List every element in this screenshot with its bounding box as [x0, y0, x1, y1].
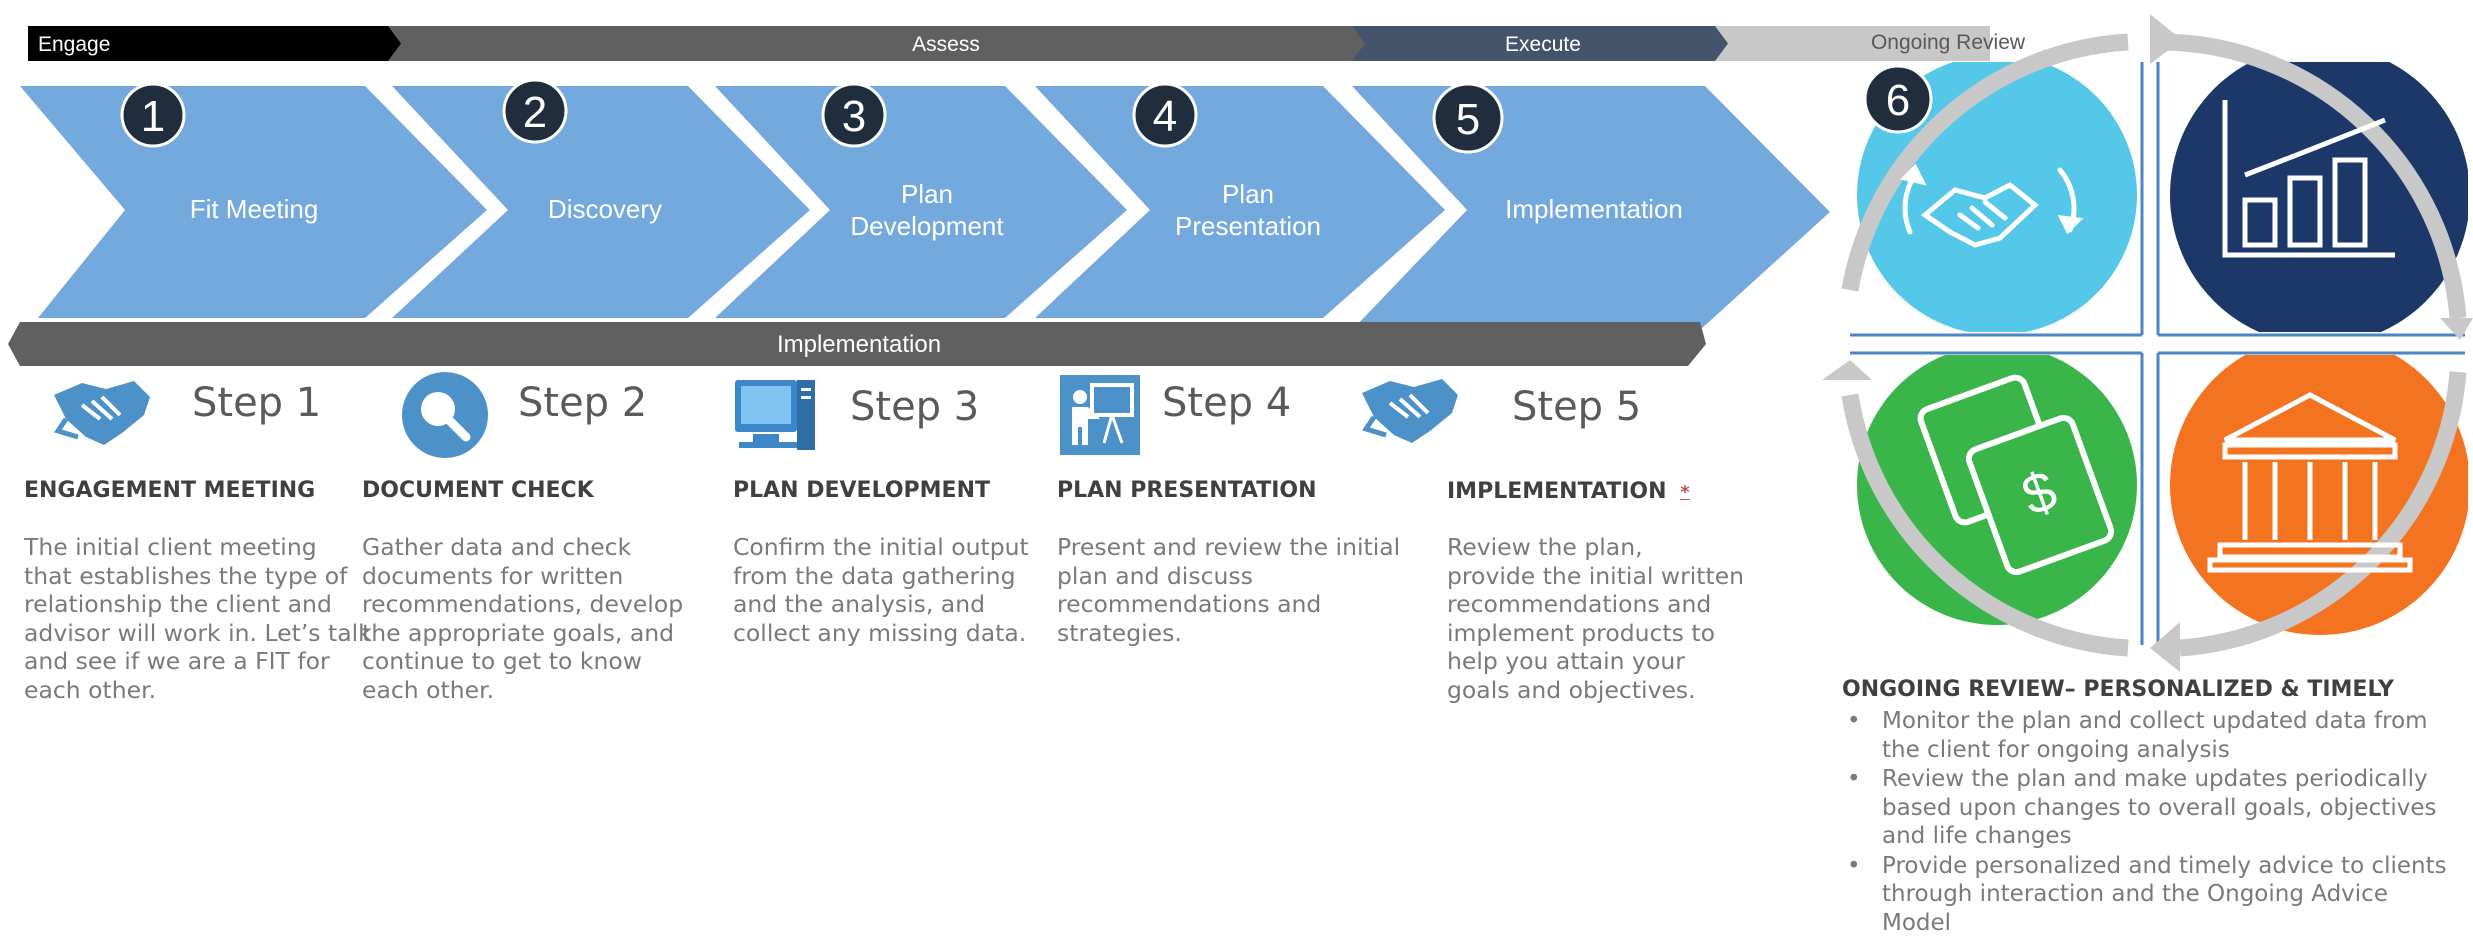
engage-phase-arrow — [28, 26, 401, 61]
step-heading-5: IMPLEMENTATION * — [1447, 479, 1690, 504]
svg-text:3: 3 — [842, 92, 866, 141]
chevron-plan-development — [715, 86, 1127, 318]
computer-icon — [735, 380, 815, 450]
list-item: Review the plan and make updates periodi… — [1842, 765, 2462, 851]
chevron-label-1: Fit Meeting — [190, 194, 319, 224]
step-title-2: Step 2 — [518, 380, 648, 426]
handshake-icon — [1362, 379, 1458, 443]
step-heading-3: PLAN DEVELOPMENT — [733, 478, 990, 503]
step-description-3: Confirm the initial output from the data… — [733, 533, 1029, 647]
chevron-fit-meeting — [20, 86, 487, 318]
execute-label: Execute — [1505, 33, 1581, 56]
step-heading-5-text: IMPLEMENTATION — [1447, 479, 1667, 504]
implementation-bar: Implementation — [8, 322, 1706, 366]
implementation-bar-label: Implementation — [777, 331, 941, 358]
step-description-2: Gather data and check documents for writ… — [362, 533, 684, 704]
handshake-cycle-icon — [1900, 163, 2084, 248]
presentation-icon — [1060, 375, 1140, 455]
step-number-4: 4 — [1132, 82, 1198, 148]
chevron-label-2: Discovery — [548, 194, 662, 224]
svg-text:4: 4 — [1153, 92, 1177, 141]
magnifier-icon — [402, 372, 488, 458]
engage-label: Engage — [38, 33, 110, 56]
svg-text:2: 2 — [523, 88, 547, 137]
bar-chart-icon — [2222, 100, 2395, 258]
phase-bar: Engage Assess Execute Ongoing Review — [28, 26, 2026, 61]
execute-phase-arrow — [1350, 26, 1728, 61]
chevron-plan-presentation — [1035, 86, 1445, 318]
step-number-3: 3 — [821, 82, 887, 148]
svg-text:6: 6 — [1886, 76, 1910, 125]
step-heading-1: ENGAGEMENT MEETING — [24, 478, 316, 503]
assess-label: Assess — [912, 33, 980, 56]
handshake-icon — [54, 381, 150, 445]
ongoing-review-list: Monitor the plan and collect updated dat… — [1842, 707, 2462, 938]
step-title-4: Step 4 — [1162, 380, 1292, 426]
step-title-1: Step 1 — [192, 380, 322, 426]
step-number-1: 1 — [120, 82, 186, 148]
step-number-6: 6 — [1863, 64, 1933, 134]
step-number-2: 2 — [502, 78, 568, 144]
step-heading-4: PLAN PRESENTATION — [1057, 478, 1317, 503]
bank-icon — [2207, 392, 2413, 573]
assess-phase-arrow — [385, 26, 1365, 61]
ongoing-review-cycle: $ 6 — [1822, 14, 2473, 672]
chevron-label-5: Implementation — [1505, 194, 1683, 224]
step-title-5: Step 5 — [1512, 384, 1642, 430]
quadrant-bank — [2170, 355, 2468, 635]
list-item: Provide personalized and timely advice t… — [1842, 852, 2462, 938]
step-description-1: The initial client meeting that establis… — [24, 533, 372, 704]
step-number-5: 5 — [1432, 82, 1504, 154]
chevron-discovery — [392, 86, 810, 318]
ongoing-phase-arrow — [1710, 26, 1990, 61]
list-item: Monitor the plan and collect updated dat… — [1842, 707, 2462, 764]
cycle-arrowheads — [1822, 14, 2473, 672]
step-title-3: Step 3 — [850, 384, 980, 430]
implementation-marker: * — [1680, 482, 1690, 503]
step-description-5: Review the plan, provide the initial wri… — [1447, 533, 1745, 704]
ongoing-review-heading: ONGOING REVIEW– PERSONALIZED & TIMELY — [1842, 677, 2394, 702]
svg-text:1: 1 — [141, 92, 165, 141]
step-description-4: Present and review the initial plan and … — [1057, 533, 1401, 647]
quadrant-dividers — [1850, 62, 2465, 645]
svg-text:5: 5 — [1456, 95, 1480, 144]
calendar-money-icon: $ — [1917, 374, 2115, 576]
step-heading-2: DOCUMENT CHECK — [362, 478, 594, 503]
ongoing-review-label: Ongoing Review — [1871, 31, 2026, 54]
